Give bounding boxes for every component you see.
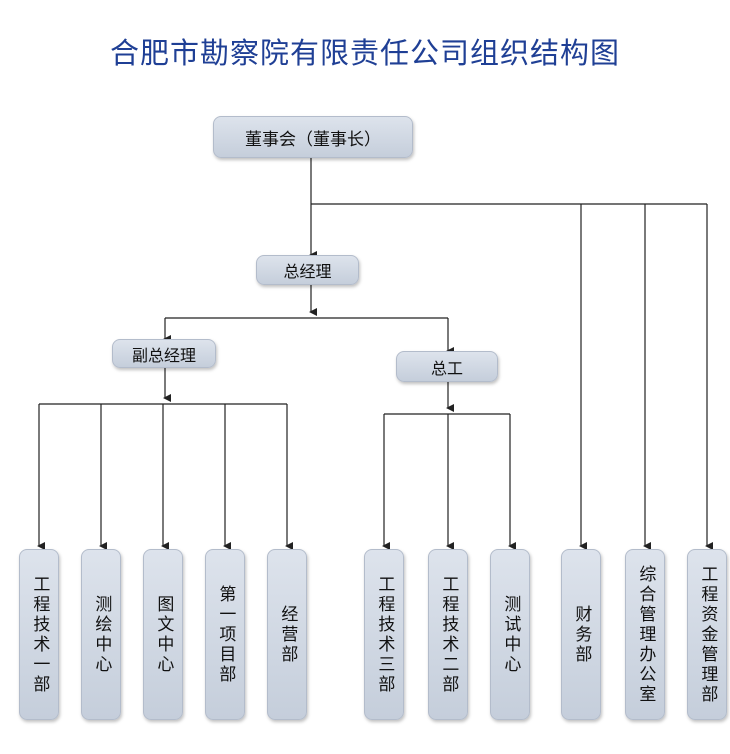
node-chief-engineer: 总工 (396, 351, 498, 382)
node-testing-center: 测试中心 (490, 549, 530, 720)
node-graphics-center: 图文中心 (143, 549, 183, 720)
node-surveying-center: 测绘中心 (81, 549, 121, 720)
node-business-dept: 经营部 (267, 549, 307, 720)
node-engineering-dept-3: 工程技术三部 (364, 549, 404, 720)
node-finance-dept: 财务部 (561, 549, 601, 720)
node-project-dept-1: 第一项目部 (205, 549, 245, 720)
node-chairman: 董事会（董事长） (213, 116, 413, 158)
node-engineering-dept-1: 工程技术一部 (19, 549, 59, 720)
node-general-manager: 总经理 (256, 255, 359, 285)
node-fund-management-dept: 工程资金管理部 (687, 549, 727, 720)
node-engineering-dept-2: 工程技术二部 (428, 549, 468, 720)
node-general-admin-office: 综合管理办公室 (625, 549, 665, 720)
node-deputy-general-manager: 副总经理 (112, 339, 216, 368)
page-title: 合肥市勘察院有限责任公司组织结构图 (109, 36, 620, 70)
